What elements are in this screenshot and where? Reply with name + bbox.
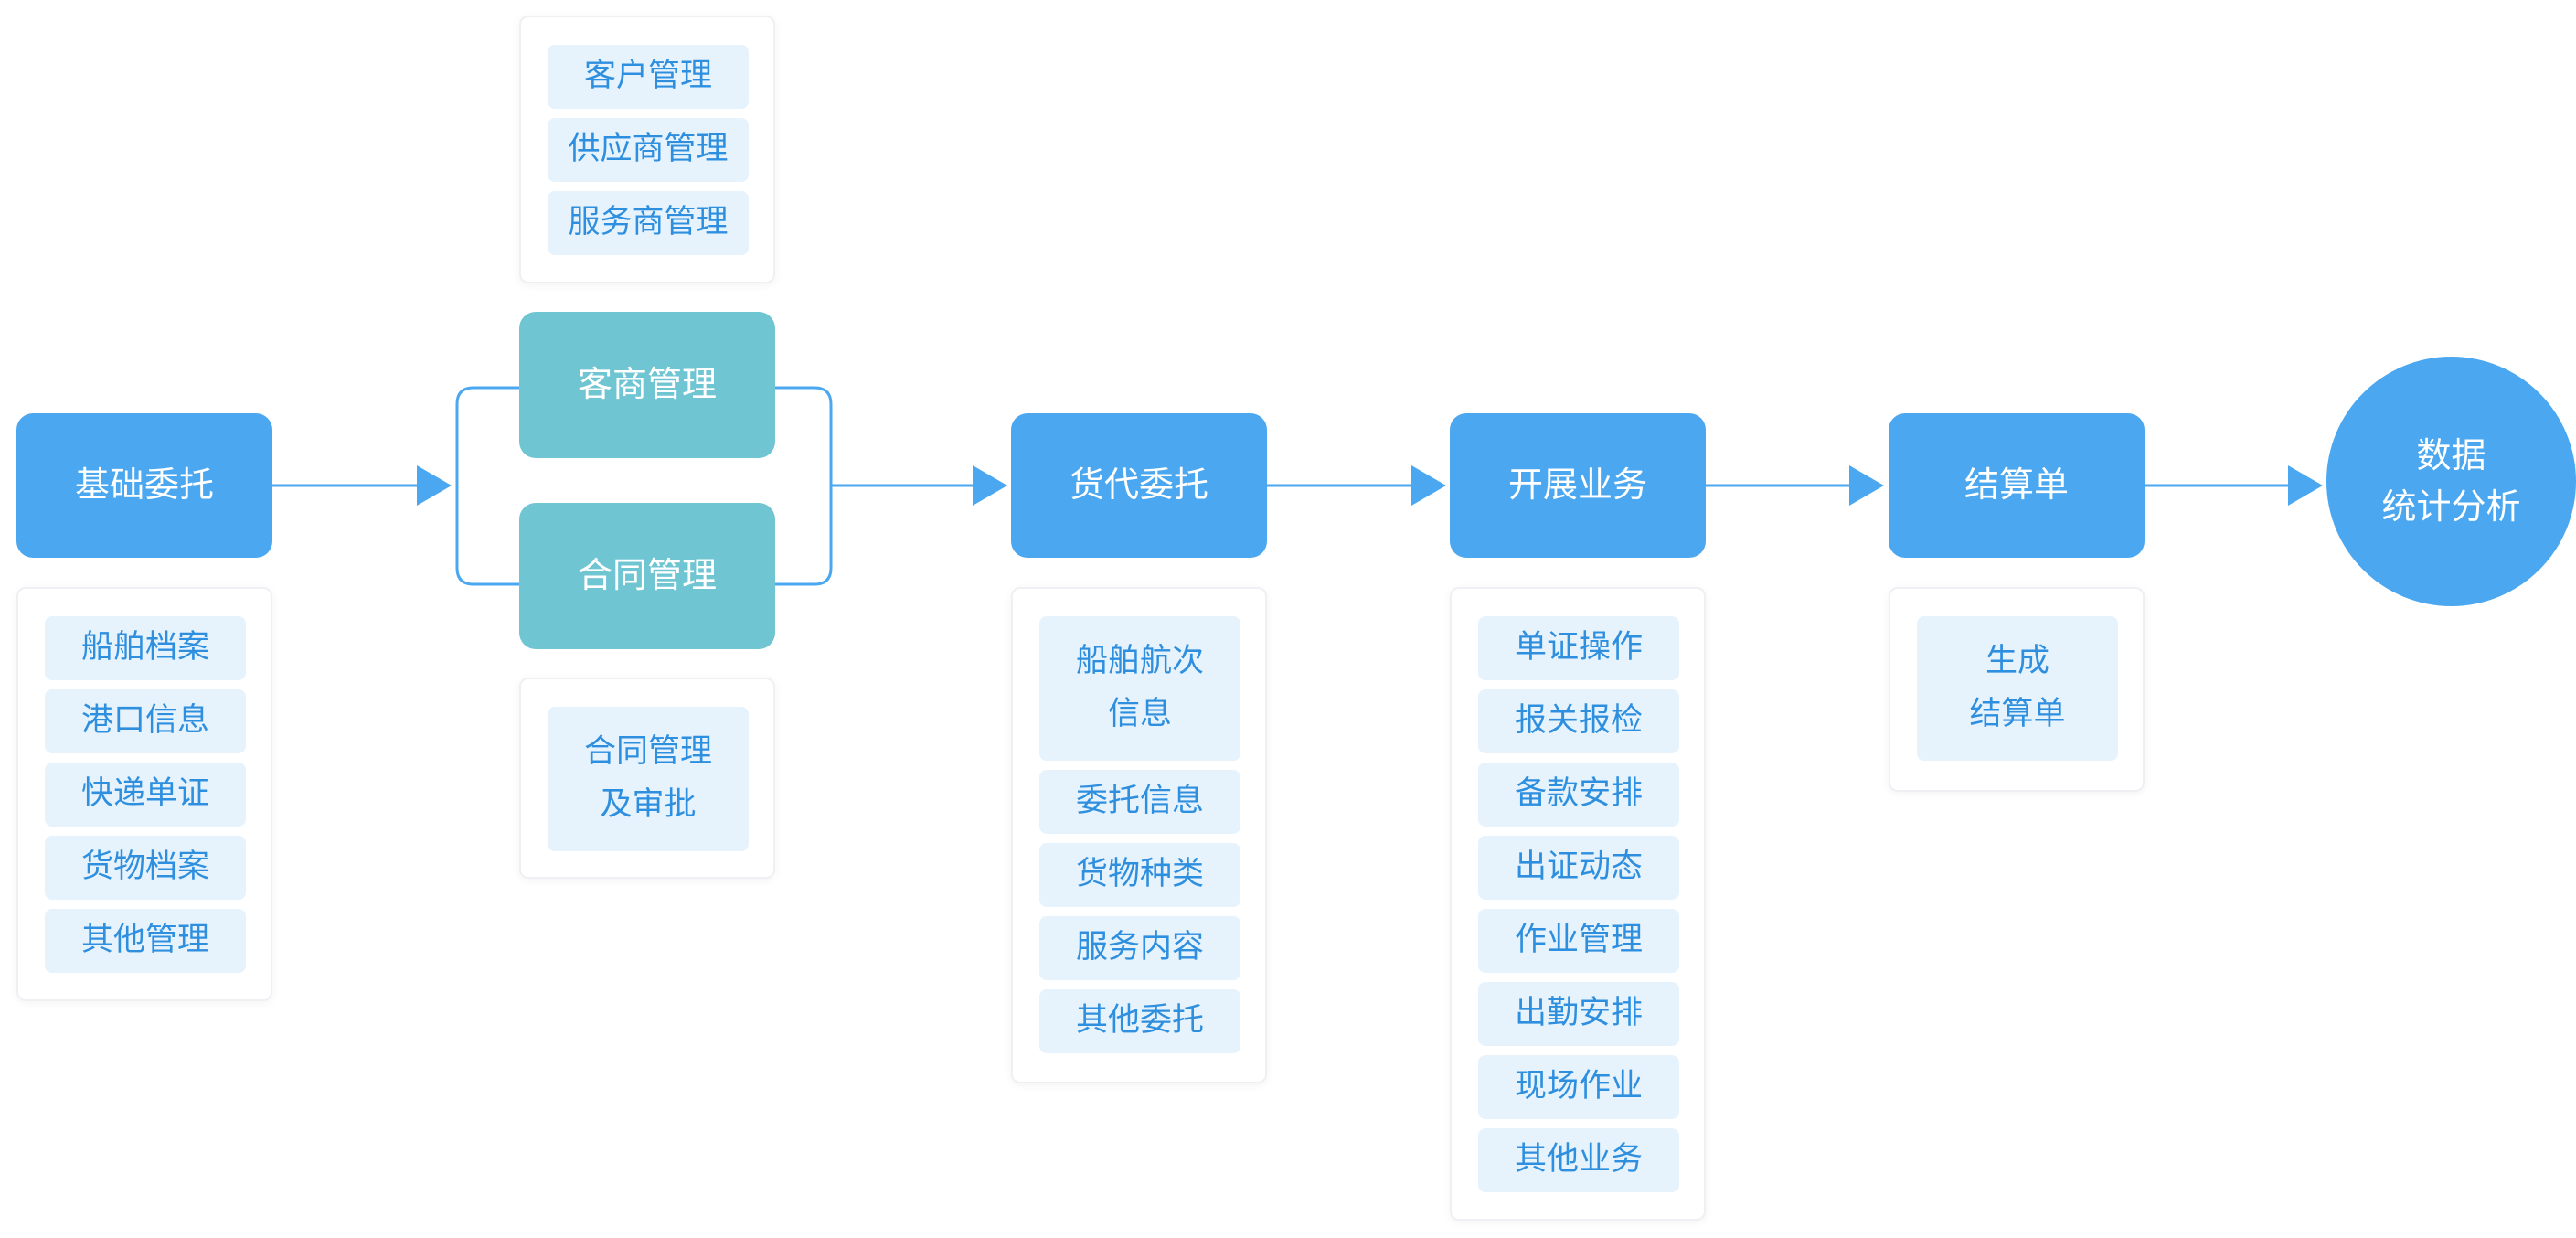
node-contract-management: 合同管理 (519, 503, 775, 649)
list-item: 作业管理 (1478, 909, 1679, 973)
list-item: 出勤安排 (1478, 982, 1679, 1046)
list-item: 船舶档案 (45, 616, 246, 680)
list-item: 港口信息 (45, 689, 246, 753)
bracket-right (775, 386, 833, 586)
panel-business: 单证操作 报关报检 备款安排 出证动态 作业管理 出勤安排 现场作业 其他业务 (1450, 587, 1706, 1221)
list-item: 生成 结算单 (1917, 616, 2118, 761)
arrow-head-3 (1411, 465, 1446, 506)
list-item: 现场作业 (1478, 1055, 1679, 1119)
arrow-head-5 (2288, 465, 2323, 506)
panel-settlement: 生成 结算单 (1889, 587, 2145, 792)
list-item: 货物种类 (1039, 843, 1240, 907)
list-item: 报关报检 (1478, 689, 1679, 753)
panel-client-management: 客户管理 供应商管理 服务商管理 (519, 16, 775, 283)
node-client-management: 客商管理 (519, 312, 775, 458)
bracket-left (455, 386, 519, 586)
node-business: 开展业务 (1450, 413, 1706, 558)
list-item: 客户管理 (548, 45, 749, 109)
node-data-analytics: 数据 统计分析 (2326, 357, 2576, 606)
list-item: 其他委托 (1039, 989, 1240, 1053)
list-item: 船舶航次 信息 (1039, 616, 1240, 761)
list-item: 其他业务 (1478, 1128, 1679, 1192)
list-item: 货物档案 (45, 836, 246, 900)
node-forwarding-entrust: 货代委托 (1011, 413, 1267, 558)
list-item: 合同管理 及审批 (548, 707, 749, 851)
arrow-head-2 (973, 465, 1007, 506)
list-item: 单证操作 (1478, 616, 1679, 680)
list-item: 服务内容 (1039, 916, 1240, 980)
node-basic-entrust: 基础委托 (16, 413, 272, 558)
panel-basic-entrust: 船舶档案 港口信息 快递单证 货物档案 其他管理 (16, 587, 272, 1001)
list-item: 快递单证 (45, 763, 246, 827)
arrow-head-4 (1849, 465, 1884, 506)
panel-forwarding-entrust: 船舶航次 信息 委托信息 货物种类 服务内容 其他委托 (1011, 587, 1267, 1083)
list-item: 委托信息 (1039, 770, 1240, 834)
arrow-head-1 (417, 465, 452, 506)
list-item: 供应商管理 (548, 118, 749, 182)
list-item: 备款安排 (1478, 763, 1679, 827)
list-item: 服务商管理 (548, 191, 749, 255)
list-item: 其他管理 (45, 909, 246, 973)
node-settlement: 结算单 (1889, 413, 2145, 558)
panel-contract-management: 合同管理 及审批 (519, 678, 775, 879)
list-item: 出证动态 (1478, 836, 1679, 900)
